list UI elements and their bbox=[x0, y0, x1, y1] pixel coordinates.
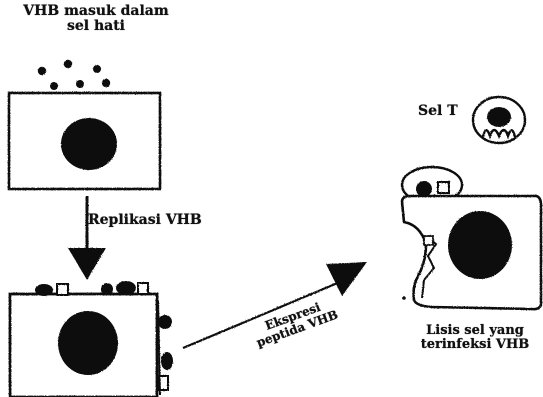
liver-cell-initial bbox=[9, 93, 160, 189]
t-cell bbox=[473, 97, 525, 143]
label-hbv-entry-line2: sel hati bbox=[6, 19, 186, 34]
label-hbv-entry-line1: VHB masuk dalam bbox=[6, 4, 186, 19]
cell-nucleus bbox=[448, 211, 512, 279]
label-t-cell: Sel T bbox=[418, 104, 458, 119]
label-hbv-entry: VHB masuk dalam sel hati bbox=[6, 4, 186, 33]
label-lysis-line2: terinfeksi VHB bbox=[404, 338, 543, 352]
label-lysis-line1: Lisis sel yang bbox=[404, 324, 543, 338]
virus-particles bbox=[38, 60, 110, 90]
replication-arrow bbox=[68, 196, 106, 280]
label-replication: Replikasi VHB bbox=[88, 213, 202, 228]
lysing-cell bbox=[402, 167, 541, 309]
cell-nucleus bbox=[61, 118, 117, 170]
cell-nucleus bbox=[58, 311, 118, 375]
liver-cell-infected bbox=[10, 281, 173, 397]
label-cell-lysis: Lisis sel yang terinfeksi VHB bbox=[404, 324, 543, 351]
